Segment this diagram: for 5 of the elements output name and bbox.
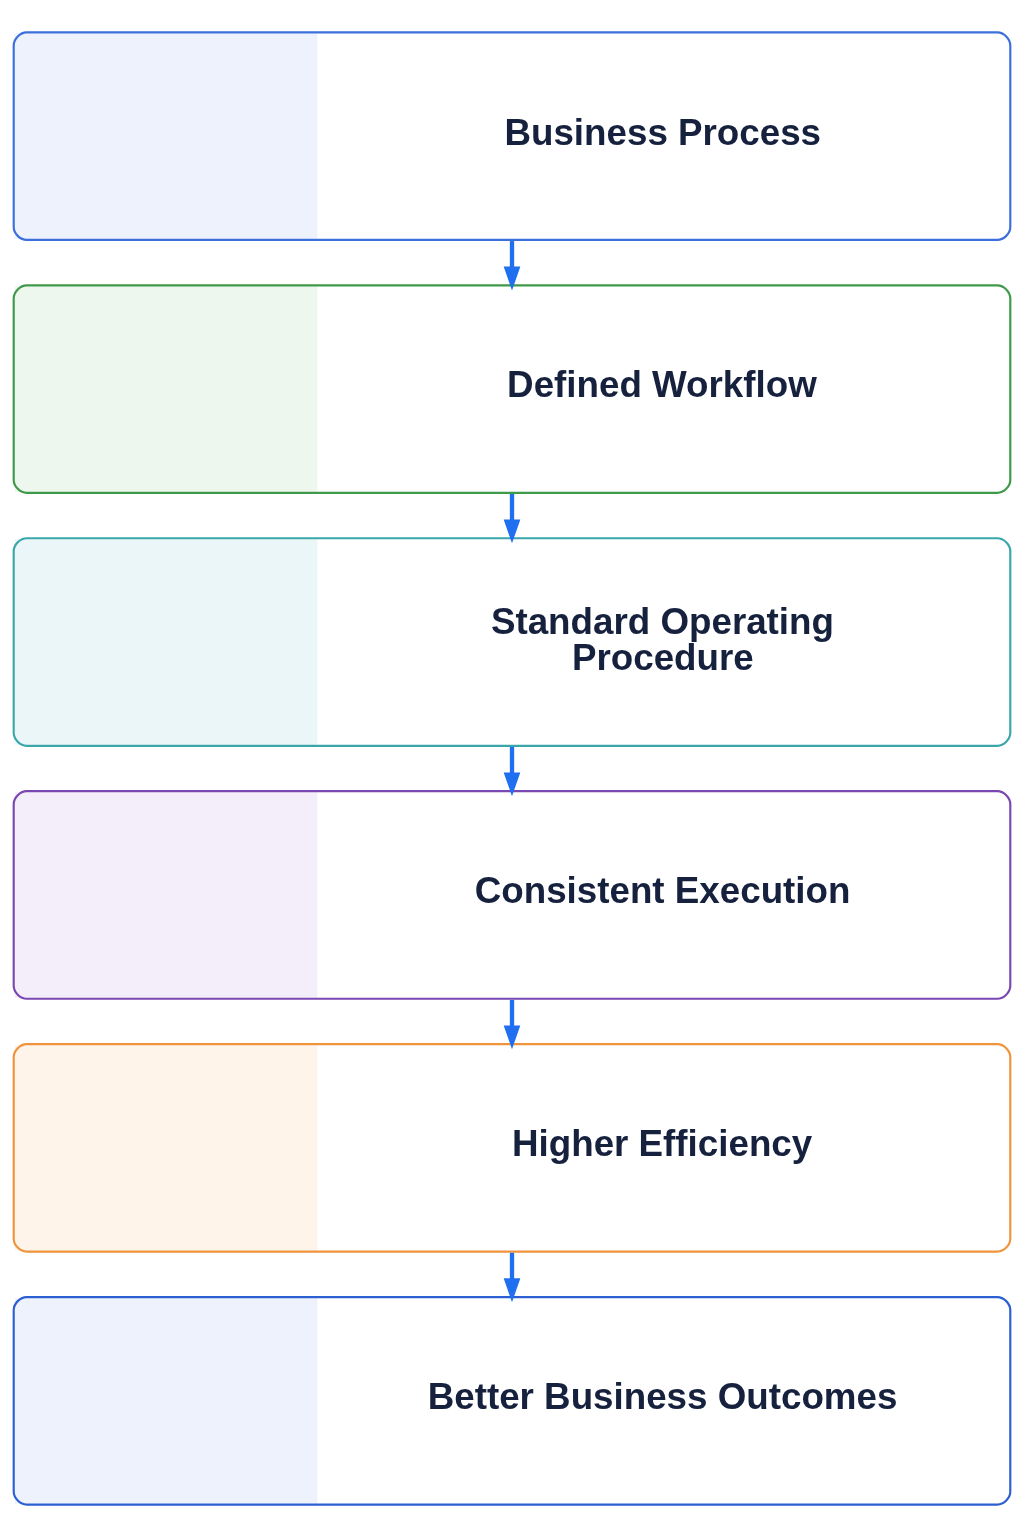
arrow xyxy=(503,240,521,290)
arrow xyxy=(503,493,521,543)
arrow xyxy=(503,999,521,1049)
arrow xyxy=(503,1252,521,1302)
arrow xyxy=(503,746,521,796)
